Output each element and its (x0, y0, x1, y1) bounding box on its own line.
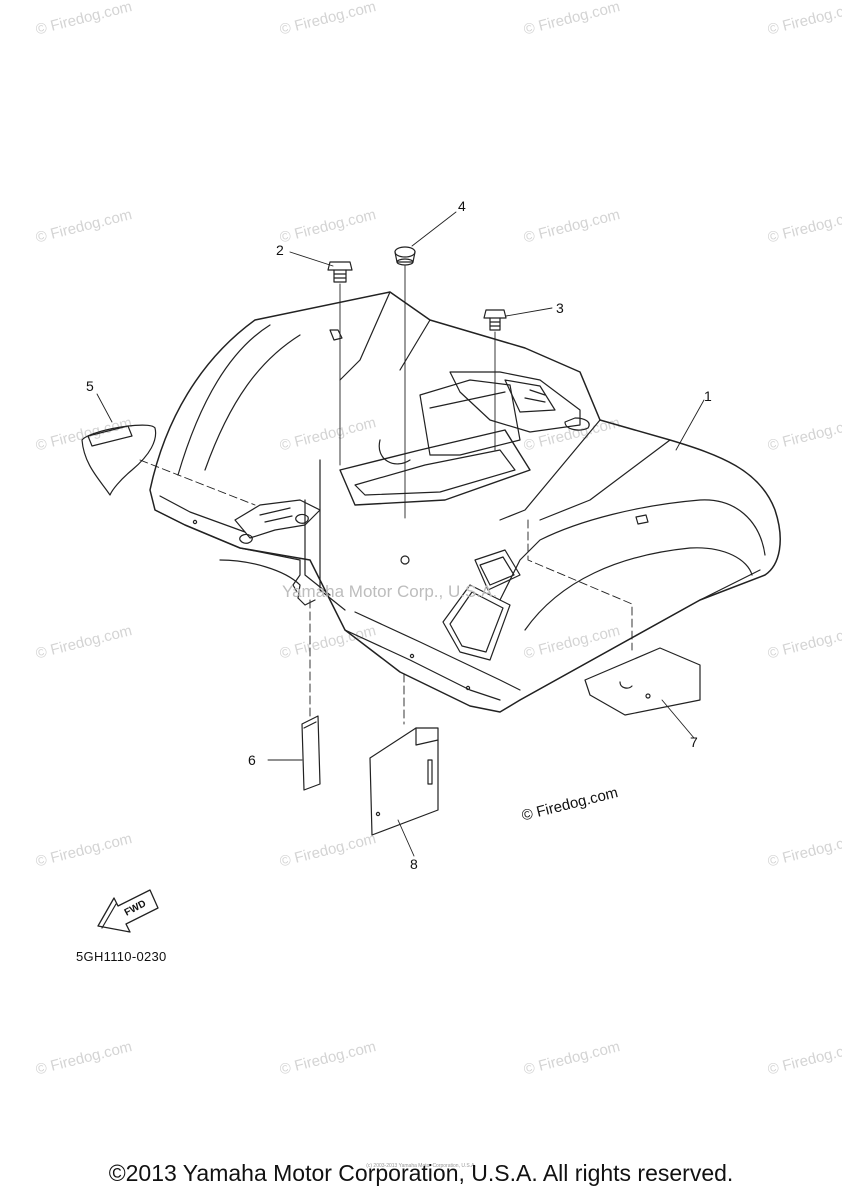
bolt-part-2 (327, 261, 353, 283)
callout-leaders (96, 211, 705, 857)
flap-part-7 (584, 647, 701, 716)
grommet-part-4 (394, 246, 416, 266)
rear-fender (149, 291, 781, 713)
assembly-lines (139, 265, 633, 725)
decal-part-5 (81, 424, 157, 496)
forward-arrow-icon (97, 889, 159, 933)
callout-6: 6 (248, 752, 256, 768)
bolt-part-3 (483, 309, 507, 331)
callout-2: 2 (276, 242, 284, 258)
callout-7: 7 (690, 734, 698, 750)
callout-3: 3 (556, 300, 564, 316)
callout-8: 8 (410, 856, 418, 872)
center-watermark: Yamaha Motor Corp., U.S.A. (282, 582, 498, 601)
footer-copyright: ©2013 Yamaha Motor Corporation, U.S.A. A… (108, 1160, 734, 1186)
callout-5: 5 (86, 378, 94, 394)
diagram-code: 5GH1110-0230 (76, 949, 167, 964)
guard-part-8 (369, 727, 439, 836)
callout-4: 4 (458, 198, 466, 214)
panel-part-6 (301, 715, 321, 791)
callout-1: 1 (704, 388, 712, 404)
footer-small-print: (c) 2003-2013 Yamaha Motor Corporation, … (366, 1163, 476, 1169)
